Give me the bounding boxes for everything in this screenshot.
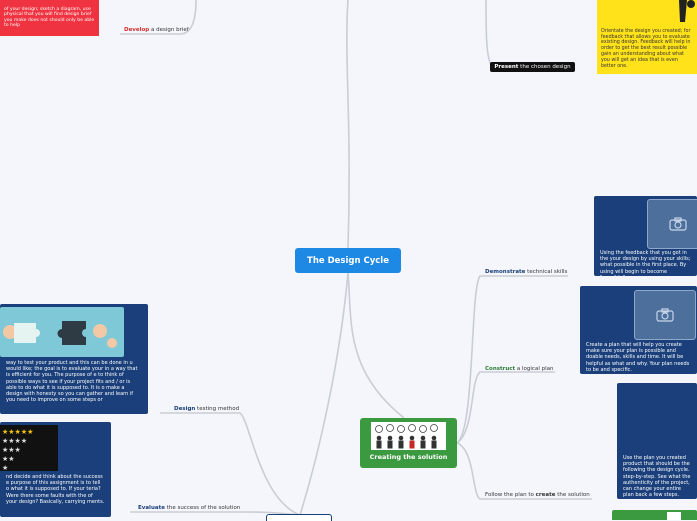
develop-note-card: of your design; sketch a diagram, use ph…: [0, 0, 99, 36]
link-trunk-top: [346, 0, 350, 249]
construct-note-text: Create a plan that will help you create …: [586, 342, 690, 373]
branch-develop-rest: a design brief: [149, 27, 189, 33]
branch-demonstrate-keyword: Demonstrate: [485, 269, 526, 275]
branch-evaluate-keyword: Evaluate: [138, 505, 165, 511]
branch-follow-plan[interactable]: Follow the plan to create the solution: [485, 492, 590, 498]
follow-plan-note-text: Use the plan you created product that sh…: [623, 455, 691, 499]
creating-solution-node[interactable]: Creating the solution: [360, 418, 457, 468]
branch-present-keyword: Present: [494, 64, 519, 70]
branch-design-testing[interactable]: Design testing method: [174, 406, 239, 412]
follow-plan-note-card: Use the plan you created product that sh…: [617, 383, 697, 499]
svg-text:★: ★: [2, 464, 8, 471]
link-develop: [120, 0, 197, 35]
branch-construct[interactable]: Construct a logical plan: [485, 366, 553, 372]
camera-icon: [647, 199, 697, 249]
evaluate-note-text: nd decide and think about the success e …: [6, 474, 105, 505]
branch-evaluate[interactable]: Evaluate the success of the solution: [138, 505, 240, 511]
star-rating-image: ★★★★★ ★★★★ ★★★ ★★ ★: [0, 425, 58, 471]
branch-design-testing-rest: testing method: [195, 406, 240, 412]
present-note-text: Orientate the design you created; for fe…: [601, 28, 691, 69]
present-note-card: Orientate the design you created; for fe…: [597, 0, 697, 74]
branch-demonstrate[interactable]: Demonstrate technical skills: [485, 269, 567, 275]
lightbulb-people-image: [371, 422, 446, 450]
central-topic-title: The Design Cycle: [307, 255, 389, 266]
link-demonstrate: [456, 275, 568, 444]
svg-text:★★★: ★★★: [2, 446, 21, 454]
link-present: [485, 0, 493, 67]
creating-solution-title: Creating the solution: [369, 453, 448, 461]
develop-note-text: of your design; sketch a diagram, use ph…: [4, 6, 95, 29]
link-trunk-bottom: [299, 272, 349, 516]
branch-follow-plan-keyword: create: [535, 492, 556, 498]
link-trunk-creating: [347, 272, 405, 419]
camera-glyph-icon: [656, 308, 674, 322]
demonstrate-note-text: Using the feedback that you got in the y…: [600, 250, 691, 276]
branch-demonstrate-rest: technical skills: [525, 269, 568, 275]
svg-text:★★: ★★: [2, 455, 15, 463]
branch-design-testing-keyword: Design: [174, 406, 196, 412]
bottom-topic-node[interactable]: [266, 514, 332, 521]
branch-follow-plan-pre: Follow the plan to: [485, 492, 536, 498]
next-node-image: [667, 512, 681, 520]
branch-construct-rest: a logical plan: [515, 366, 554, 372]
link-follow: [456, 442, 592, 500]
svg-text:★★★★: ★★★★: [2, 437, 27, 445]
branch-evaluate-rest: the success of the solution: [164, 505, 241, 511]
branch-develop[interactable]: Develop a design brief: [124, 27, 189, 33]
branch-present-rest: the chosen design: [518, 64, 571, 70]
branch-follow-plan-rest: the solution: [555, 492, 590, 498]
link-design-testing: [160, 412, 301, 516]
central-topic[interactable]: The Design Cycle: [295, 248, 401, 273]
branch-develop-keyword: Develop: [124, 27, 150, 33]
camera-icon: [634, 290, 696, 340]
link-construct: [456, 371, 555, 444]
design-testing-note-text: way to test your product and this can be…: [6, 360, 138, 404]
branch-present[interactable]: Present the chosen design: [490, 62, 575, 72]
puzzle-hands-image: [0, 307, 124, 357]
svg-text:★★★★★: ★★★★★: [2, 428, 33, 436]
next-green-node[interactable]: [612, 510, 697, 520]
figure-silhouette-icon: [679, 0, 695, 22]
branch-construct-keyword: Construct: [485, 366, 516, 372]
camera-glyph-icon: [669, 217, 687, 231]
